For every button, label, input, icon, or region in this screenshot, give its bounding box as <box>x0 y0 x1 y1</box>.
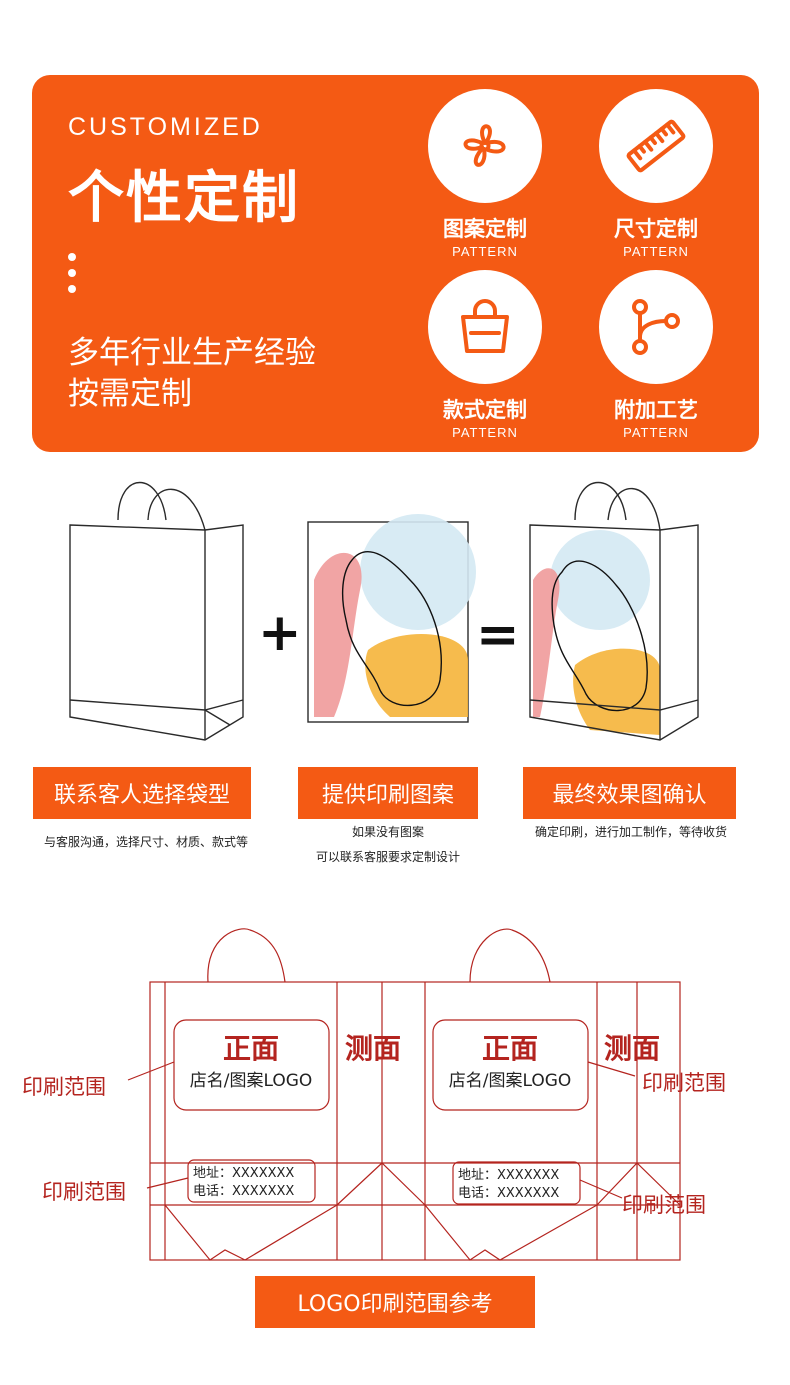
slogan: 多年行业生产经验 按需定制 <box>68 333 316 415</box>
step-1-label: 联系客人选择袋型 <box>33 767 251 819</box>
step-2-label: 提供印刷图案 <box>298 767 478 819</box>
side-label-2: 测面 <box>604 1032 660 1065</box>
process-illustration: + = <box>69 481 699 741</box>
slogan-line-1: 多年行业生产经验 <box>68 335 316 371</box>
bag-icon <box>428 270 542 384</box>
feature-label: 款式定制 <box>443 398 527 422</box>
side-label: 测面 <box>345 1032 401 1065</box>
front-label-2: 正面 <box>482 1032 538 1065</box>
step-1-desc: 与客服沟通，选择尺寸、材质、款式等 <box>12 830 280 855</box>
front-label: 正面 <box>223 1032 279 1065</box>
step-2-desc: 如果没有图案 可以联系客服要求定制设计 <box>280 820 496 870</box>
printed-bag-illustration <box>529 482 699 741</box>
feature-craft: 附加工艺 PATTERN <box>571 270 741 440</box>
feature-sub: PATTERN <box>452 244 518 259</box>
feature-label: 图案定制 <box>443 217 527 241</box>
step-1-desc-line: 与客服沟通，选择尺寸、材质、款式等 <box>43 835 248 849</box>
dots-decoration <box>68 253 78 301</box>
feature-sub: PATTERN <box>623 244 689 259</box>
phone-text: 电话：XXXXXXX <box>193 1184 294 1199</box>
address-text: 地址：XXXXXXX <box>193 1166 294 1181</box>
plain-bag-illustration <box>69 481 244 741</box>
customization-panel: CUSTOMIZED 个性定制 多年行业生产经验 按需定制 图案定制 PATTE… <box>32 75 759 452</box>
feature-style: 款式定制 PATTERN <box>400 270 570 440</box>
logo-print-range-banner: LOGO印刷范围参考 <box>255 1276 535 1328</box>
step-2-desc-line-1: 如果没有图案 <box>351 825 424 839</box>
feature-pattern: 图案定制 PATTERN <box>400 89 570 259</box>
shop-logo-label-2: 店名/图案LOGO <box>449 1071 572 1091</box>
feature-label: 附加工艺 <box>614 398 698 422</box>
slogan-line-2: 按需定制 <box>68 376 192 412</box>
feature-sub: PATTERN <box>452 425 518 440</box>
pattern-icon <box>428 89 542 203</box>
page-title: 个性定制 <box>68 166 300 231</box>
step-3-desc: 确定印刷，进行加工制作，等待收货 <box>500 820 762 845</box>
eyebrow-text: CUSTOMIZED <box>68 113 263 141</box>
feature-size: 尺寸定制 PATTERN <box>571 89 741 259</box>
print-range-label-1: 印刷范围 <box>22 1075 106 1099</box>
plus-sign: + <box>258 603 302 663</box>
print-range-label-4: 印刷范围 <box>622 1193 706 1217</box>
address-text-2: 地址：XXXXXXX <box>458 1168 559 1183</box>
step-3-desc-line: 确定印刷，进行加工制作，等待收货 <box>534 825 727 839</box>
feature-sub: PATTERN <box>623 425 689 440</box>
branch-icon <box>599 270 713 384</box>
print-range-label-2: 印刷范围 <box>42 1180 126 1204</box>
artwork-card <box>307 514 476 723</box>
shop-logo-label: 店名/图案LOGO <box>190 1071 313 1091</box>
step-3-label: 最终效果图确认 <box>523 767 736 819</box>
equals-sign: = <box>476 605 520 665</box>
phone-text-2: 电话：XXXXXXX <box>458 1186 559 1201</box>
feature-label: 尺寸定制 <box>614 217 698 241</box>
print-area-diagram: 正面 店名/图案LOGO 正面 店名/图案LOGO 测面 测面 地址：XXXXX… <box>22 928 726 1261</box>
ruler-icon <box>599 89 713 203</box>
step-2-desc-line-2: 可以联系客服要求定制设计 <box>315 850 460 864</box>
print-range-label-3: 印刷范围 <box>642 1071 726 1095</box>
